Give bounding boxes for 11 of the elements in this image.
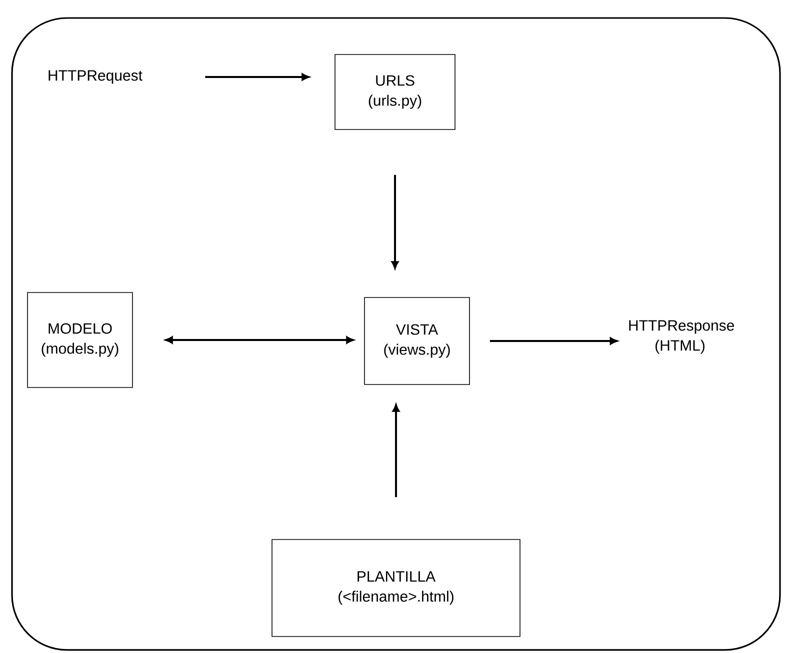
process-box: VISTA (views.py): [364, 297, 470, 385]
process-box: URLS (urls.py): [334, 54, 456, 130]
arrow: [205, 73, 310, 81]
arrow: [165, 336, 354, 344]
process-box: PLANTILLA (<filename>.html): [272, 539, 520, 637]
process-box: MODELO (models.py): [27, 292, 133, 388]
arrow: [391, 174, 399, 269]
arrow: [490, 337, 618, 345]
arrow: [392, 404, 400, 498]
node-label: HTTPResponse (HTML): [629, 320, 734, 354]
node-label: HTTPRequest: [48, 70, 142, 84]
